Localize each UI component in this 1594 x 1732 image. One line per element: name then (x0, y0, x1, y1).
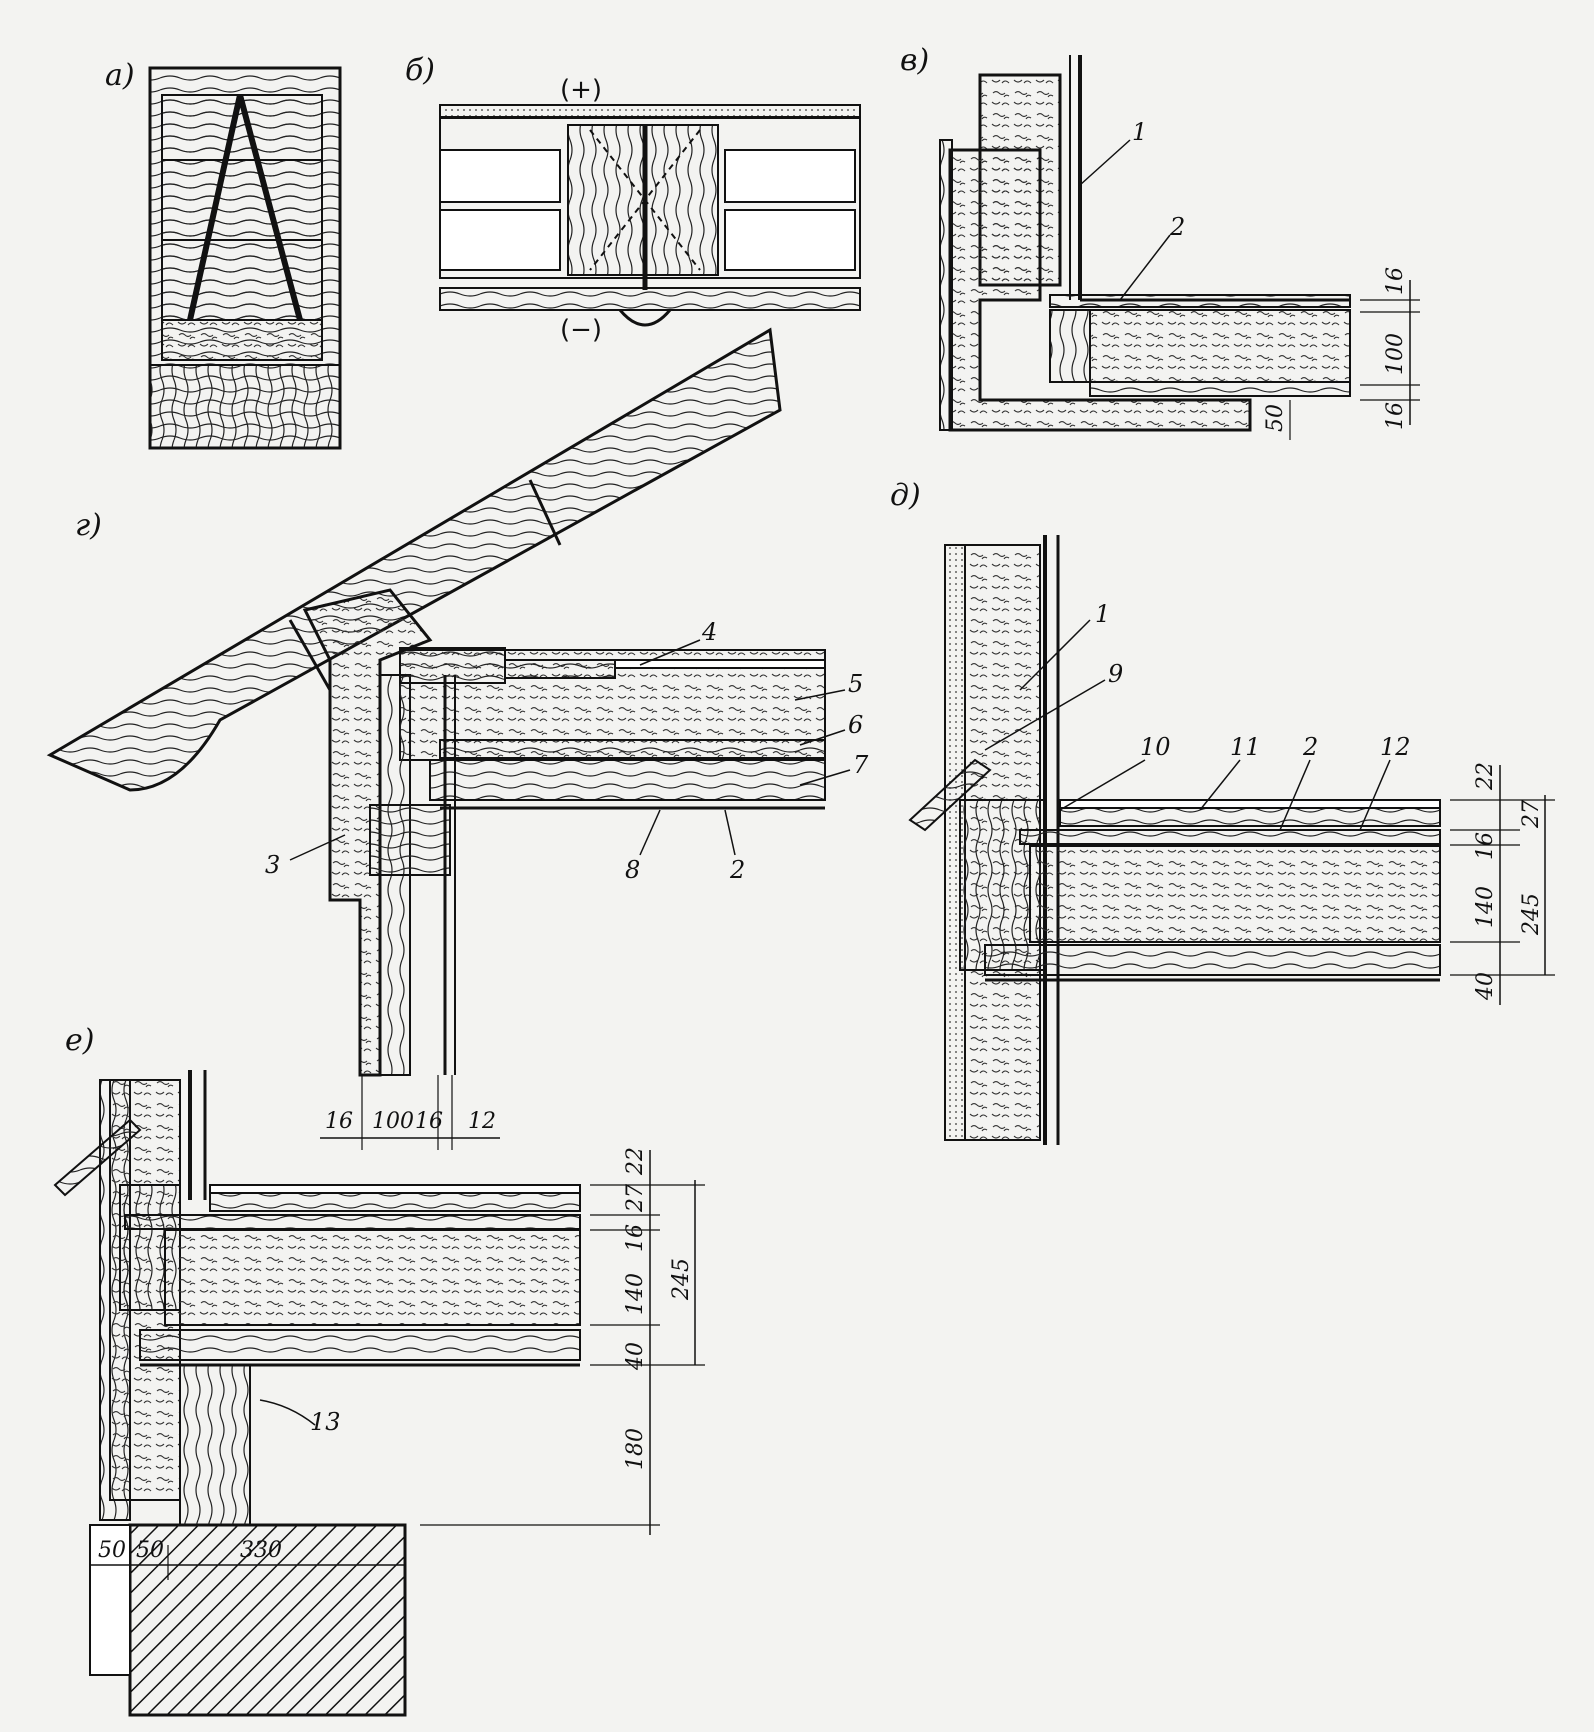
dim-e-140: 140 (623, 1273, 648, 1315)
dim-e-50-left: 50 (98, 1538, 126, 1563)
dim-e-16: 16 (623, 1224, 648, 1252)
panel-d-floor-junction: 1 9 10 11 2 12 22 27 16 140 245 40 (908, 535, 1555, 1145)
figure-label-v: в) (900, 43, 929, 78)
callout-d-11: 11 (1230, 733, 1261, 761)
callout-d-10: 10 (1140, 733, 1171, 761)
dim-v-16-bottom: 16 (1383, 402, 1408, 430)
dim-e-40: 40 (623, 1342, 648, 1371)
callout-v-1: 1 (1132, 118, 1147, 146)
callout-g-2: 2 (729, 856, 745, 884)
dim-e-245: 245 (669, 1258, 694, 1301)
dim-e-22: 22 (623, 1147, 648, 1176)
dim-d-22: 22 (1473, 762, 1498, 791)
dim-v-50: 50 (1263, 404, 1288, 432)
dim-d-40: 40 (1473, 972, 1498, 1001)
dim-d-245: 245 (1519, 893, 1544, 936)
callout-g-5: 5 (848, 670, 863, 698)
callout-g-4: 4 (701, 618, 717, 646)
dim-e-50-right: 50 (136, 1538, 164, 1563)
panel-b-wall-section: (+) (−) (439, 75, 861, 345)
dim-g-16-left: 16 (325, 1109, 353, 1134)
callout-e-13: 13 (310, 1408, 341, 1436)
dim-d-27: 27 (1519, 800, 1544, 829)
callout-g-8: 8 (625, 856, 640, 884)
callout-d-2: 2 (1302, 733, 1318, 761)
panel-e-foundation-junction: 13 22 27 16 140 245 40 180 50 50 330 (53, 1070, 705, 1717)
dim-g-100: 100 (372, 1109, 414, 1134)
dim-g-12: 12 (468, 1109, 496, 1134)
dim-e-27: 27 (623, 1184, 648, 1213)
callout-d-1: 1 (1095, 600, 1110, 628)
panel-b-minus-label: (−) (560, 315, 602, 345)
dim-g-16-right: 16 (415, 1109, 443, 1134)
panel-g-eaves-section: 4 5 6 7 3 8 2 16 100 16 12 (46, 327, 869, 1150)
callout-d-9: 9 (1108, 660, 1123, 688)
callout-g-6: 6 (848, 711, 863, 739)
callout-v-2: 2 (1169, 213, 1185, 241)
callout-g-3: 3 (265, 851, 280, 879)
dim-e-330: 330 (240, 1538, 282, 1563)
panel-v-corner-section: 1 2 16 100 16 50 (939, 55, 1420, 440)
figure-label-g: г) (75, 508, 102, 543)
dim-d-16: 16 (1473, 832, 1498, 860)
dim-e-180: 180 (623, 1428, 648, 1470)
figure-label-a: а) (105, 58, 135, 93)
figure-label-b: б) (405, 53, 435, 88)
figure-label-d: д) (890, 478, 921, 513)
dim-v-16-top: 16 (1383, 267, 1408, 295)
figure-label-e: е) (65, 1023, 94, 1058)
callout-g-7: 7 (853, 751, 869, 779)
dim-d-140: 140 (1473, 886, 1498, 928)
dim-v-100: 100 (1383, 333, 1408, 375)
panel-a-frame-elevation (148, 66, 342, 450)
panel-b-plus-label: (+) (560, 75, 602, 105)
callout-d-12: 12 (1380, 733, 1411, 761)
